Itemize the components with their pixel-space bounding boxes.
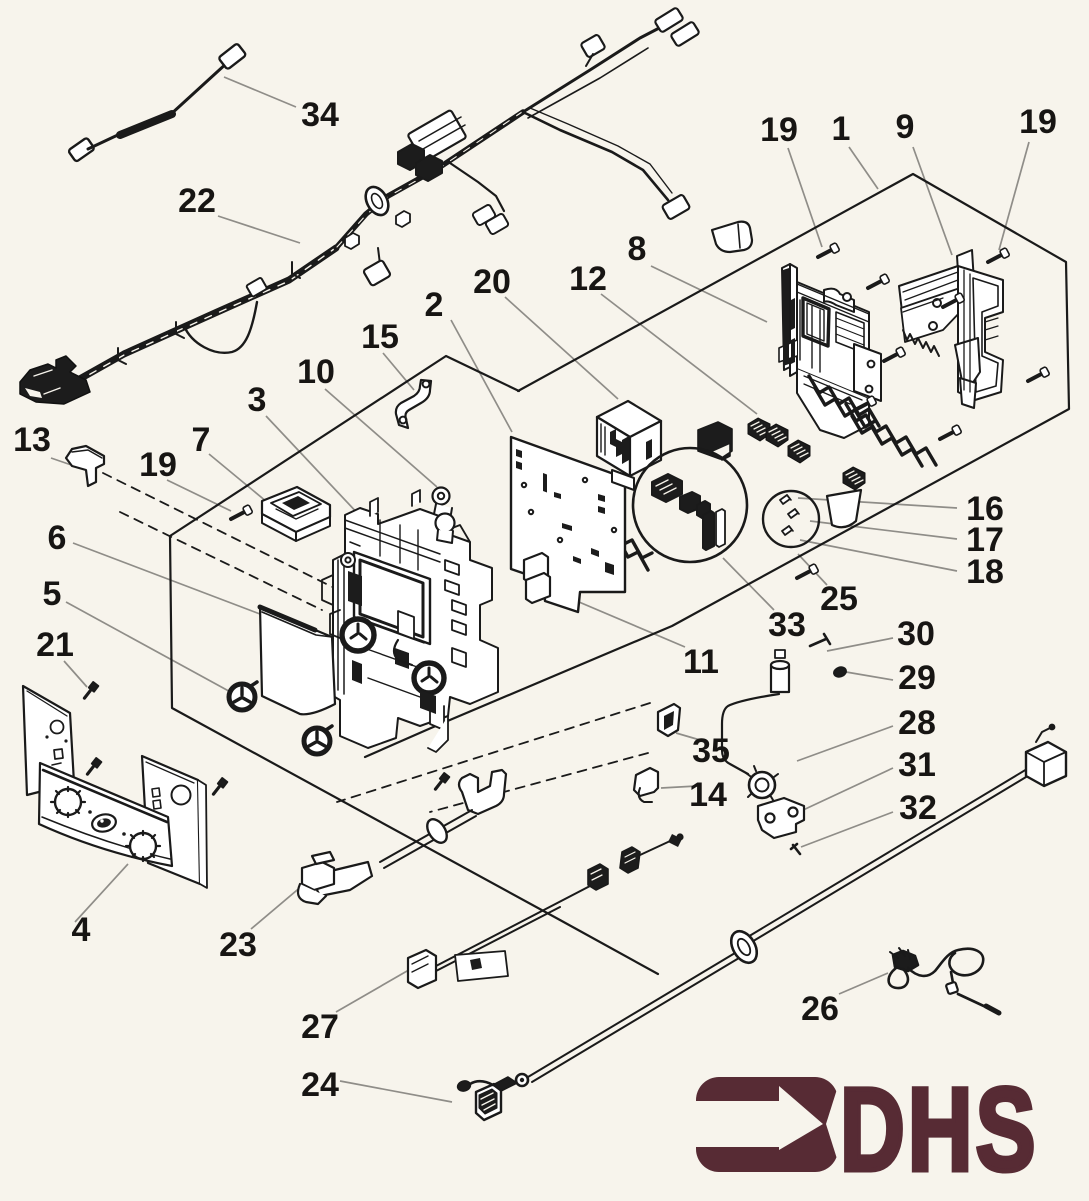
svg-text:10: 10: [297, 353, 335, 391]
svg-text:6: 6: [48, 519, 67, 557]
svg-text:13: 13: [13, 421, 51, 459]
svg-text:19: 19: [139, 446, 177, 484]
svg-text:25: 25: [820, 580, 858, 618]
svg-text:24: 24: [301, 1066, 339, 1104]
svg-text:9: 9: [896, 108, 915, 146]
svg-text:27: 27: [301, 1008, 339, 1046]
svg-text:22: 22: [178, 182, 216, 220]
svg-text:35: 35: [692, 732, 730, 770]
svg-text:1: 1: [832, 110, 851, 148]
svg-text:31: 31: [898, 746, 936, 784]
svg-text:33: 33: [768, 606, 806, 644]
svg-text:29: 29: [898, 659, 936, 697]
svg-text:21: 21: [36, 626, 74, 664]
svg-text:7: 7: [192, 421, 211, 459]
svg-text:2: 2: [425, 286, 444, 324]
svg-text:30: 30: [897, 615, 935, 653]
svg-text:5: 5: [43, 575, 62, 613]
svg-text:3: 3: [248, 381, 267, 419]
svg-text:32: 32: [899, 789, 937, 827]
svg-text:26: 26: [801, 990, 839, 1028]
svg-text:16: 16: [966, 490, 1004, 528]
svg-text:15: 15: [361, 318, 399, 356]
svg-text:4: 4: [72, 911, 91, 949]
svg-text:20: 20: [473, 263, 511, 301]
svg-text:8: 8: [628, 230, 647, 268]
svg-text:14: 14: [689, 776, 727, 814]
svg-text:23: 23: [219, 926, 257, 964]
svg-text:34: 34: [301, 96, 339, 134]
svg-text:11: 11: [683, 643, 719, 681]
svg-text:12: 12: [569, 260, 607, 298]
svg-text:17: 17: [966, 521, 1004, 559]
svg-text:DHS: DHS: [840, 1064, 1038, 1196]
svg-text:19: 19: [760, 111, 798, 149]
svg-text:18: 18: [966, 553, 1004, 591]
svg-text:19: 19: [1019, 103, 1057, 141]
svg-text:28: 28: [898, 704, 936, 742]
